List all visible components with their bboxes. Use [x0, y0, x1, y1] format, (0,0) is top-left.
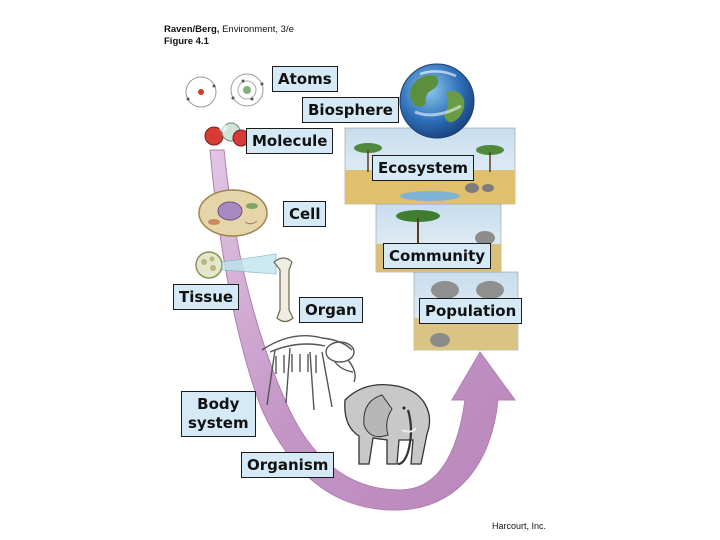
- caption-book: Environment, 3/e: [219, 24, 294, 35]
- label-molecule: Molecule: [246, 128, 334, 154]
- label-ecosystem: Ecosystem: [372, 155, 475, 181]
- organization-arrow: [209, 149, 516, 511]
- label-tissue: Tissue: [173, 284, 240, 310]
- label-biosphere: Biosphere: [302, 97, 399, 123]
- label-community: Community: [383, 243, 492, 269]
- atom-illustration-1: [185, 76, 217, 108]
- label-organ: Organ: [299, 297, 363, 323]
- skeleton-illustration: [261, 335, 356, 411]
- figure-caption-line-1: Raven/Berg, Environment, 3/e: [164, 24, 294, 35]
- label-body-system-line-1: Body: [197, 395, 240, 413]
- caption-authors: Raven/Berg,: [164, 24, 220, 35]
- label-body-system: Body system: [181, 391, 256, 437]
- label-cell: Cell: [283, 201, 327, 227]
- label-organism: Organism: [241, 452, 335, 478]
- organ-bone-illustration: [273, 257, 294, 323]
- atom-illustration-2: [230, 73, 264, 107]
- label-atoms: Atoms: [272, 66, 338, 92]
- label-body-system-line-2: system: [188, 414, 249, 432]
- tissue-illustration: [195, 251, 277, 279]
- label-population: Population: [419, 298, 523, 324]
- cell-illustration: [198, 189, 268, 237]
- figure-caption-line-2: Figure 4.1: [164, 36, 209, 47]
- publisher-credit: Harcourt, Inc.: [492, 521, 547, 531]
- elephant-organism-illustration: [344, 383, 431, 466]
- earth-globe-illustration: [399, 63, 475, 139]
- caption-figure-number: Figure 4.1: [164, 36, 209, 47]
- molecule-illustration: [204, 122, 250, 147]
